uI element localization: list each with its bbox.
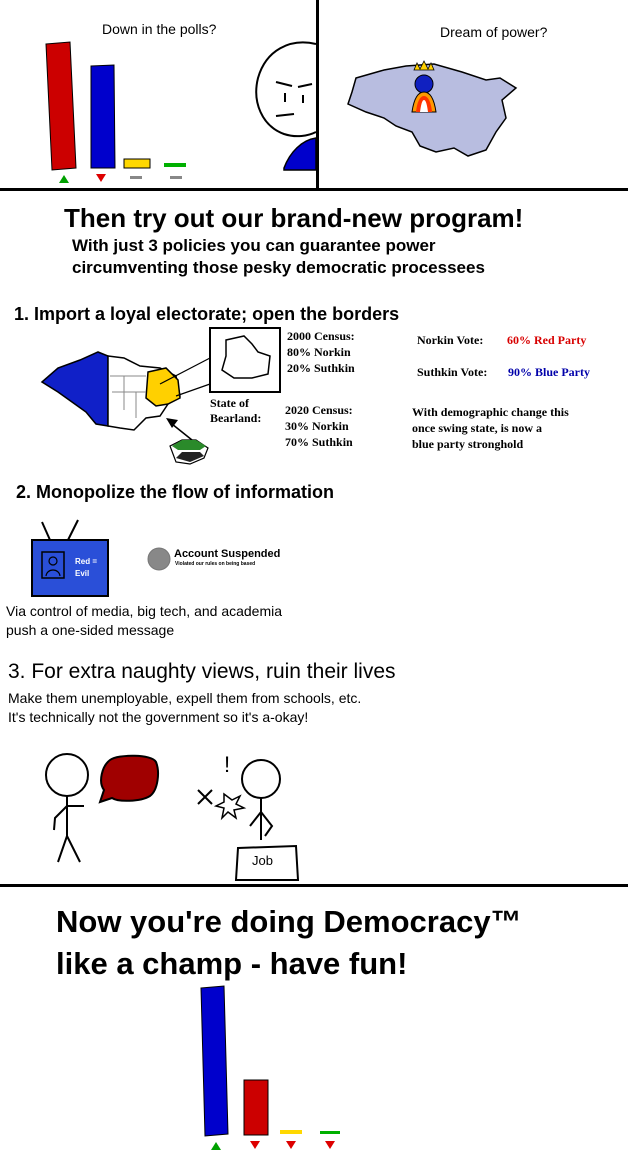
tv-text-1: Red = (75, 557, 98, 566)
dash-icon (130, 176, 142, 179)
stick-figures (45, 753, 300, 881)
section-divider-bottom (0, 884, 628, 887)
census-2020-norkin: 30% Norkin (285, 419, 349, 433)
top-panel-divider (316, 0, 319, 190)
job-label: Job (252, 853, 273, 868)
step2-body-1: Via control of media, big tech, and acad… (6, 603, 283, 619)
headline-title: Then try out our brand-new program! (64, 203, 524, 233)
norkin-vote-value: 60% Red Party (507, 333, 587, 347)
speech-bubble (98, 754, 159, 804)
demographic-note-1: With demographic change this (412, 405, 569, 419)
dream-caption: Dream of power? (440, 24, 548, 40)
avatar (147, 547, 171, 571)
suspended-title: Account Suspended (174, 548, 281, 560)
step1-heading: 1. Import a loyal electorate; open the b… (14, 304, 400, 324)
tv-text-2: Evil (75, 569, 90, 578)
poll-bar-green (164, 163, 186, 167)
dream-map (347, 60, 518, 157)
close-icon (197, 789, 213, 805)
bearland-shape (221, 335, 271, 379)
poll-bar-yellow (123, 158, 151, 169)
job-box (234, 844, 300, 881)
tv-screen (31, 539, 109, 597)
step3-body-2: It's technically not the government so i… (8, 709, 309, 725)
finale-line-2: like a champ - have fun! (56, 946, 408, 981)
arrow-down-icon (325, 1141, 335, 1149)
arrow-down-icon (250, 1141, 260, 1149)
grumpy-face (255, 41, 317, 138)
arrow-up-icon (59, 175, 69, 183)
step3-body-1: Make them unemployable, expell them from… (8, 690, 362, 706)
census-2020-title: 2020 Census: (285, 403, 353, 417)
state-label-2: Bearland: (210, 411, 262, 425)
poll-bar-blue (200, 985, 229, 1137)
census-2000-norkin: 80% Norkin (287, 345, 351, 359)
polls-caption: Down in the polls? (102, 21, 217, 37)
step2-heading: 2. Monopolize the flow of information (16, 482, 334, 502)
state-label-1: State of (210, 396, 249, 410)
demographic-note-2: once swing state, is now a (412, 421, 543, 435)
norkin-vote-label: Norkin Vote: (417, 333, 484, 347)
tv-presenter (41, 551, 65, 579)
suthkin-vote-value: 90% Blue Party (508, 365, 590, 379)
demographic-note-3: blue party stronghold (412, 437, 524, 451)
migration-arrow-icon (166, 418, 178, 428)
poll-bar-green (320, 1131, 340, 1134)
exclaim-mark: ! (224, 752, 231, 777)
poll-bars-top (45, 41, 317, 183)
blue-shirt (283, 137, 317, 171)
poll-bar-yellow (280, 1130, 302, 1134)
census-2000-title: 2000 Census: (287, 329, 355, 343)
headline-sub-2: circumventing those pesky democratic pro… (72, 258, 485, 277)
suthkin-vote-label: Suthkin Vote: (417, 365, 488, 379)
step2-body-2: push a one-sided message (6, 622, 175, 638)
finale-line-1: Now you're doing Democracy™ (56, 904, 522, 939)
section-divider-top (0, 188, 628, 191)
migration-map (40, 327, 281, 465)
poll-bar-red (45, 41, 77, 171)
step3-heading: 3. For extra naughty views, ruin their l… (8, 660, 396, 683)
poll-bar-blue (90, 64, 116, 169)
headline-sub-1: With just 3 policies you can guarantee p… (72, 236, 436, 255)
crown-icon (413, 60, 435, 71)
impact-burst-icon (213, 792, 247, 821)
arrow-down-icon (96, 174, 106, 182)
suspended-subtitle: Violated our rules on being based (175, 561, 256, 567)
dash-icon (170, 176, 182, 179)
census-2000-suthkin: 20% Suthkin (287, 361, 355, 375)
tv-illustration (31, 519, 171, 597)
arrow-down-icon (286, 1141, 296, 1149)
poll-bar-red (243, 1079, 269, 1136)
census-2020-suthkin: 70% Suthkin (285, 435, 353, 449)
arrow-up-icon (211, 1142, 221, 1150)
